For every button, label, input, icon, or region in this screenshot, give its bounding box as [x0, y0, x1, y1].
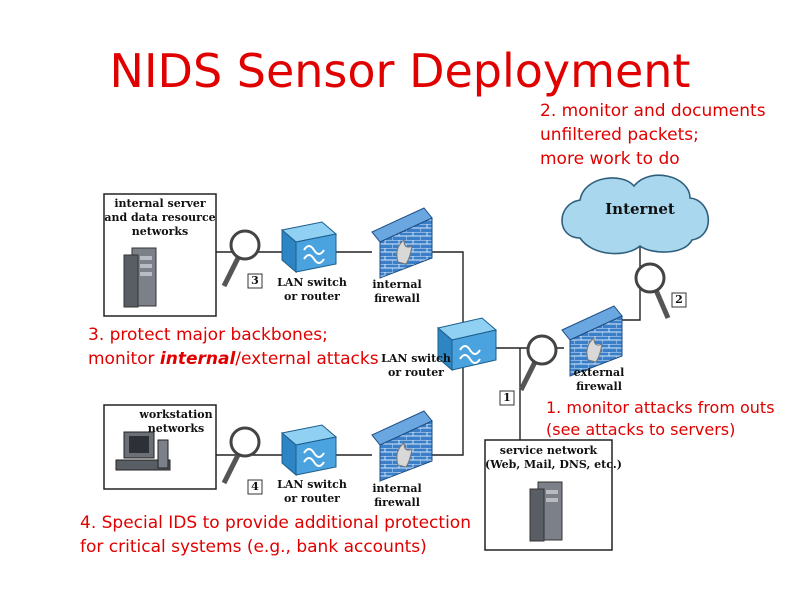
sensor-2-magnifier-icon: [634, 262, 671, 319]
sensor-3-number: 3: [251, 274, 259, 287]
service-network-box: [484, 439, 613, 551]
sensor-3-magnifier-icon: [221, 229, 261, 288]
internet-cloud: [561, 174, 710, 255]
external-firewall-icon: [561, 305, 623, 377]
lan-switch-center-icon: [436, 317, 498, 372]
internet-label: Internet: [605, 200, 675, 218]
slide-title: NIDS Sensor Deployment: [109, 44, 691, 98]
internal-firewall-top-icon: [371, 207, 433, 279]
service-network-label: service network(Web, Mail, DNS, etc.): [485, 444, 622, 471]
server-icon: [123, 247, 157, 308]
sensor-1-magnifier-icon: [518, 334, 558, 392]
internal-server-network-box: [103, 193, 217, 317]
sensor-2-number: 2: [675, 293, 683, 306]
note-3: 3. protect major backbones; monitor inte…: [88, 325, 379, 369]
sensor-4-number: 4: [251, 480, 259, 493]
workstation-network-box: [103, 404, 217, 490]
lan-switch-top-icon: [280, 221, 338, 274]
workstation-icon: [115, 431, 171, 471]
sensor-1-number: 1: [503, 391, 511, 404]
note-4: 4. Special IDS to provide additional pro…: [80, 513, 471, 557]
note-1: 1. monitor attacks from outs(see attacks…: [546, 398, 775, 439]
sensor-4-magnifier-icon: [221, 426, 261, 485]
sensor-number-boxes: [247, 273, 687, 495]
lan-switch-bottom-icon: [280, 424, 338, 477]
internal-firewall-bottom-icon: [371, 410, 433, 482]
server-icon: [529, 481, 563, 542]
